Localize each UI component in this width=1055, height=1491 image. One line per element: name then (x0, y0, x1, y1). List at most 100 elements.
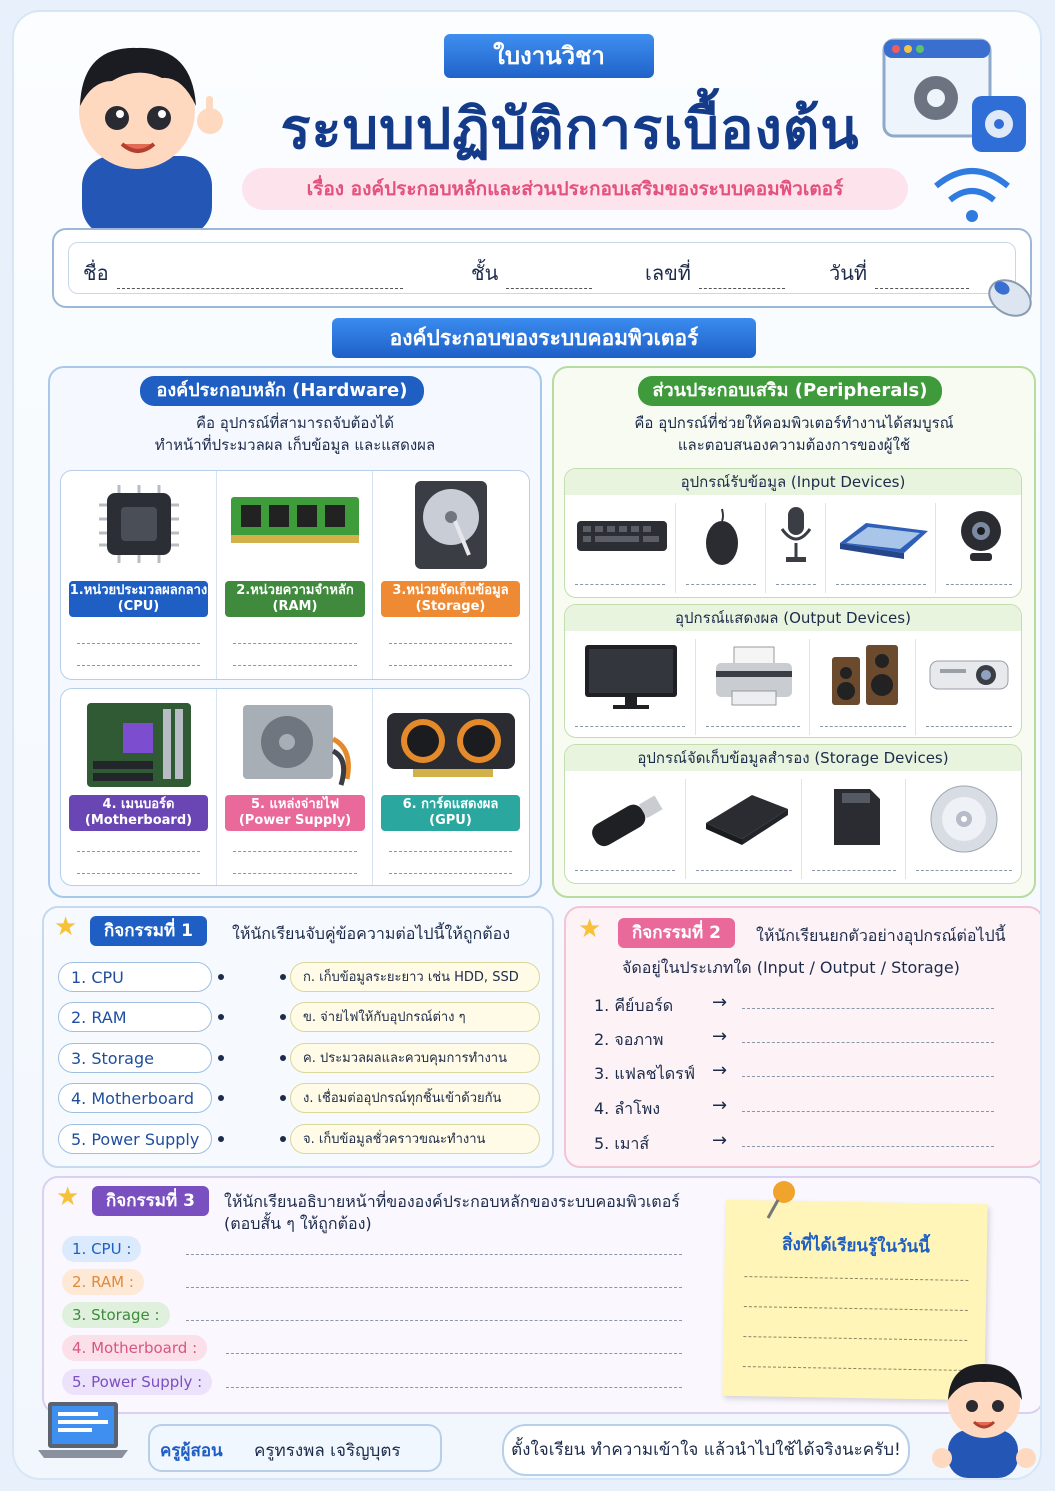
answer-line[interactable] (77, 873, 200, 874)
date-field[interactable]: วันที่ (829, 257, 970, 289)
answer-line[interactable] (226, 1387, 682, 1388)
answer-line[interactable] (706, 726, 800, 727)
answer-line[interactable] (575, 726, 685, 727)
match-dot-right[interactable] (280, 1055, 286, 1061)
answer-line[interactable] (575, 870, 675, 871)
answer-line[interactable] (186, 1287, 682, 1288)
match-left-item: 3. Storage (58, 1043, 212, 1073)
match-right-item: ค. ประมวลผลและควบคุมการทำงาน (290, 1043, 540, 1073)
answer-line[interactable] (776, 584, 816, 585)
answer-line[interactable] (389, 873, 512, 874)
activity-3-instruction-1: ให้นักเรียนอธิบายหน้าที่ขององค์ประกอบหลั… (224, 1192, 680, 1211)
answer-line[interactable] (186, 1320, 682, 1321)
answer-line[interactable] (226, 1353, 682, 1354)
answer-line[interactable] (742, 1076, 994, 1077)
star-icon: ★ (54, 912, 78, 942)
input-devices-title: อุปกรณ์รับข้อมูล (Input Devices) (565, 469, 1021, 495)
answer-line[interactable] (820, 726, 906, 727)
answer-line[interactable] (389, 851, 512, 852)
speaker-icon (832, 645, 898, 705)
microphone-device (765, 503, 826, 593)
answer-line[interactable] (696, 870, 792, 871)
star-icon: ★ (578, 914, 602, 944)
number-field[interactable]: เลขที่ (645, 257, 785, 289)
answer-line[interactable] (186, 1254, 682, 1255)
student-info-bar: ชื่อ ชั้น เลขที่ วันที่ (52, 228, 1032, 308)
answer-line[interactable] (744, 1276, 969, 1281)
section-title: องค์ประกอบของระบบคอมพิวเตอร์ (332, 318, 756, 358)
arrow-right-icon: → (712, 1095, 728, 1116)
activity-3-label-cpu: 1. CPU : (62, 1236, 142, 1262)
activity-2-item: 5. เมาส์ (594, 1134, 650, 1153)
match-right-item: ก. เก็บข้อมูลระยะยาว เช่น HDD, SSD (290, 962, 540, 992)
match-left-item: 2. RAM (58, 1002, 212, 1032)
input-devices-box: อุปกรณ์รับข้อมูล (Input Devices) (564, 468, 1022, 598)
answer-line[interactable] (812, 870, 896, 871)
hardware-card-cpu: 1.หน่วยประมวลผลกลาง(CPU) (61, 471, 216, 679)
match-left-item: 4. Motherboard (58, 1083, 212, 1113)
answer-line[interactable] (743, 1306, 968, 1311)
match-dot-left[interactable] (218, 974, 224, 980)
answer-line[interactable] (233, 665, 357, 666)
answer-line[interactable] (233, 851, 357, 852)
speaker-device (809, 639, 916, 735)
answer-line[interactable] (77, 643, 200, 644)
hardware-label-cpu: 1.หน่วยประมวลผลกลาง(CPU) (69, 581, 208, 617)
peripherals-panel: ส่วนประกอบเสริม (Peripherals) คือ อุปกรณ… (552, 366, 1036, 898)
answer-line[interactable] (233, 873, 357, 874)
worksheet-ribbon: ใบงานวิชา (444, 34, 654, 78)
answer-line[interactable] (77, 851, 200, 852)
webcam-device (935, 503, 1022, 593)
answer-line[interactable] (836, 584, 926, 585)
match-dot-left[interactable] (218, 1014, 224, 1020)
cd-disc-icon (930, 785, 998, 853)
teacher-box: ครูผู้สอน ครูทรงพล เจริญบุตร (148, 1424, 442, 1472)
answer-line[interactable] (686, 584, 756, 585)
class-field[interactable]: ชั้น (471, 257, 593, 289)
hard-disk-icon (415, 481, 487, 569)
match-dot-left[interactable] (218, 1136, 224, 1142)
hardware-card-motherboard: 4. เมนบอร์ด(Motherboard) (61, 689, 216, 885)
keyboard-device (565, 503, 675, 593)
projector-icon (929, 660, 1009, 690)
activity-3-label-storage: 3. Storage : (62, 1302, 170, 1328)
answer-line[interactable] (742, 1146, 994, 1147)
answer-line[interactable] (742, 1042, 994, 1043)
answer-line[interactable] (575, 584, 665, 585)
name-field[interactable]: ชื่อ (83, 257, 403, 289)
activity-2-item: 4. ลำโพง (594, 1099, 661, 1118)
power-supply-icon (243, 705, 351, 786)
match-dot-right[interactable] (280, 1014, 286, 1020)
speech-bubble: ตั้งใจเรียน ทำความเข้าใจ แล้วนำไปใช้ได้จ… (502, 1424, 910, 1476)
cd-device (905, 779, 1022, 879)
match-dot-right[interactable] (280, 974, 286, 980)
peripherals-desc-1: คือ อุปกรณ์ที่ช่วยให้คอมพิวเตอร์ทำงานได้… (634, 414, 954, 432)
arrow-right-icon: → (712, 1026, 728, 1047)
storage-devices-title: อุปกรณ์จัดเก็บข้อมูลสำรอง (Storage Devic… (565, 745, 1021, 771)
answer-line[interactable] (916, 870, 1012, 871)
teacher-name: ครูทรงพล เจริญบุตร (254, 1441, 401, 1461)
answer-line[interactable] (77, 665, 200, 666)
answer-line[interactable] (389, 665, 512, 666)
star-icon: ★ (56, 1182, 80, 1212)
mouse-icon (988, 279, 1032, 317)
match-dot-left[interactable] (218, 1055, 224, 1061)
hardware-card-gpu: 6. การ์ดแสดงผล(GPU) (372, 689, 528, 885)
projector-device (915, 639, 1022, 735)
answer-line[interactable] (743, 1336, 968, 1341)
match-right-item: ง. เชื่อมต่ออุปกรณ์ทุกชิ้นเข้าด้วยกัน (290, 1083, 540, 1113)
microphone-icon (780, 507, 812, 562)
answer-line[interactable] (926, 726, 1012, 727)
match-dot-right[interactable] (280, 1095, 286, 1101)
answer-line[interactable] (946, 584, 1012, 585)
activity-2-item: 2. จอภาพ (594, 1030, 664, 1049)
answer-line[interactable] (389, 643, 512, 644)
activity-3-tag: กิจกรรมที่ 3 (92, 1186, 209, 1216)
match-dot-right[interactable] (280, 1136, 286, 1142)
match-dot-left[interactable] (218, 1095, 224, 1101)
activity-3-label-motherboard: 4. Motherboard : (62, 1335, 208, 1361)
hardware-label-ram: 2.หน่วยความจำหลัก(RAM) (225, 581, 365, 617)
answer-line[interactable] (742, 1111, 994, 1112)
answer-line[interactable] (233, 643, 357, 644)
answer-line[interactable] (742, 1008, 994, 1009)
